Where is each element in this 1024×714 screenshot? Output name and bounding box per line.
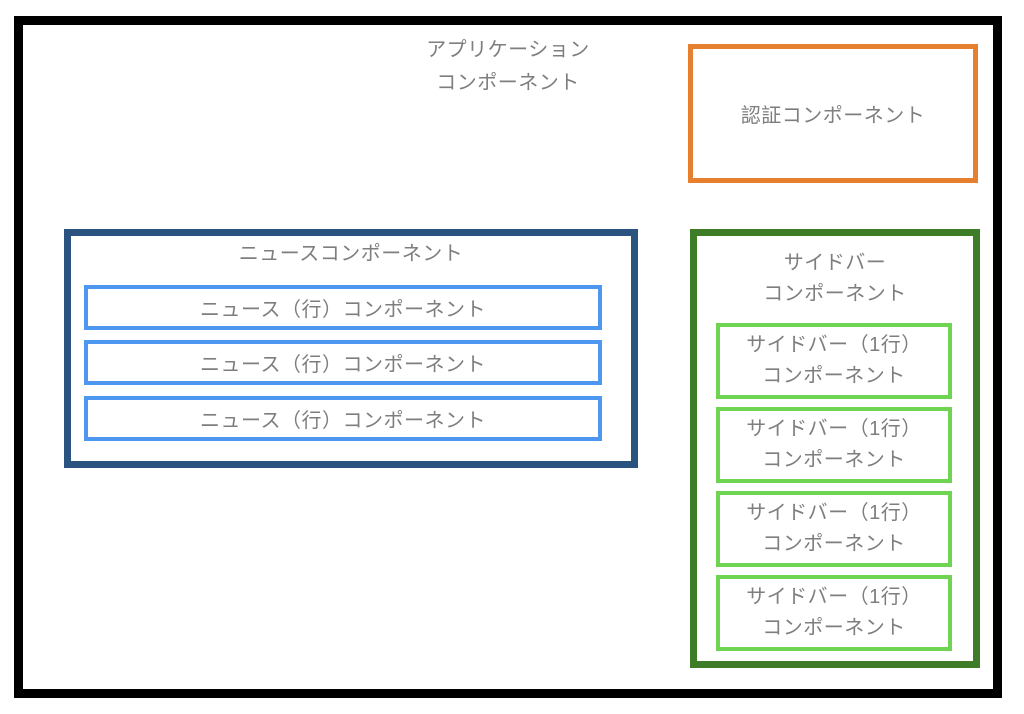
sidebar-row-box: サイドバー（1行） コンポーネント <box>716 323 952 399</box>
auth-component-label: 認証コンポーネント <box>740 105 926 127</box>
application-component-label-line2: コンポーネント <box>436 72 580 94</box>
news-row-box: ニュース（行）コンポーネント <box>84 396 602 441</box>
sidebar-row-label-line1: サイドバー（1行） <box>746 334 922 356</box>
news-row-label: ニュース（行）コンポーネント <box>200 410 486 432</box>
application-component-label-line1: アプリケーション <box>426 39 590 61</box>
sidebar-row-box: サイドバー（1行） コンポーネント <box>716 491 952 567</box>
application-component-label: アプリケーション コンポーネント <box>14 34 1002 100</box>
sidebar-component-title-line2: コンポーネント <box>763 283 907 305</box>
sidebar-component-title: サイドバー コンポーネント <box>697 248 973 310</box>
news-row-label: ニュース（行）コンポーネント <box>200 299 486 321</box>
sidebar-row-label-line2: コンポーネント <box>762 617 906 639</box>
auth-component-box: 認証コンポーネント <box>688 44 978 183</box>
sidebar-component-title-line1: サイドバー <box>783 252 887 274</box>
sidebar-row-label-line2: コンポーネント <box>762 533 906 555</box>
sidebar-row-label-line1: サイドバー（1行） <box>746 586 922 608</box>
news-row-box: ニュース（行）コンポーネント <box>84 340 602 385</box>
sidebar-row-label-line2: コンポーネント <box>762 449 906 471</box>
sidebar-row-label-line2: コンポーネント <box>762 365 906 387</box>
sidebar-row-label-line1: サイドバー（1行） <box>746 418 922 440</box>
sidebar-row-box: サイドバー（1行） コンポーネント <box>716 407 952 483</box>
news-component-title: ニュースコンポーネント <box>238 243 464 265</box>
news-component-box: ニュースコンポーネント ニュース（行）コンポーネント ニュース（行）コンポーネン… <box>64 229 638 468</box>
sidebar-row-box: サイドバー（1行） コンポーネント <box>716 575 952 651</box>
news-row-box: ニュース（行）コンポーネント <box>84 285 602 330</box>
news-row-label: ニュース（行）コンポーネント <box>200 354 486 376</box>
sidebar-row-label-line1: サイドバー（1行） <box>746 502 922 524</box>
sidebar-component-box: サイドバー コンポーネント サイドバー（1行） コンポーネント サイドバー（1行… <box>690 229 980 668</box>
